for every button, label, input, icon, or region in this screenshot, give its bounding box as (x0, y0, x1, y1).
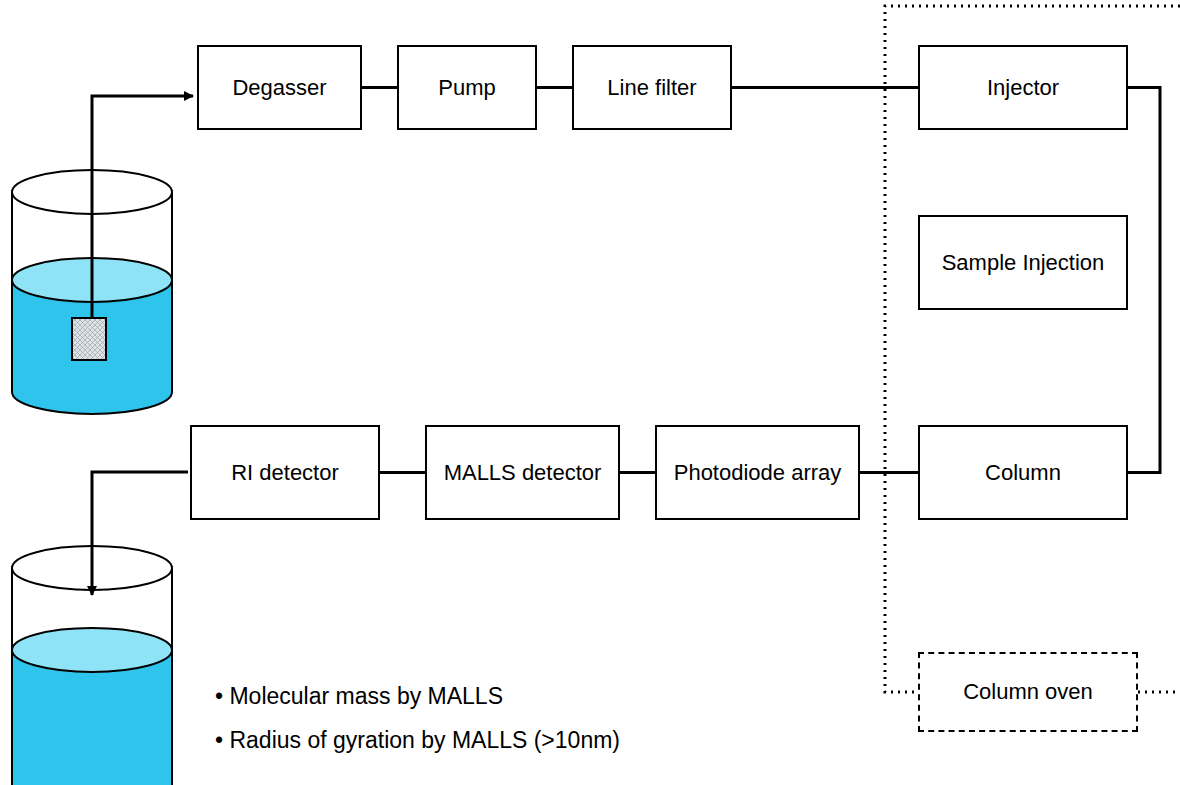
process-box: Line filter (572, 45, 732, 130)
box-label: Column oven (963, 679, 1093, 704)
box-label: Line filter (607, 75, 696, 100)
box-label: Sample Injection (942, 250, 1105, 275)
box-label: Photodiode array (674, 460, 842, 485)
note-text: • Radius of gyration by MALLS (>10nm) (215, 727, 620, 754)
process-box: Photodiode array (655, 425, 860, 520)
flow-line (732, 86, 918, 89)
flow-line (537, 86, 572, 89)
note-text: • Molecular mass by MALLS (215, 683, 503, 710)
box-label: Degasser (232, 75, 326, 100)
process-box: Pump (397, 45, 537, 130)
process-box: Sample Injection (918, 215, 1128, 310)
flow-line (620, 471, 655, 474)
waste-reservoir (12, 472, 188, 785)
solvent-reservoir (12, 96, 193, 414)
flow-line (860, 471, 918, 474)
flow-line (380, 471, 425, 474)
box-label: MALLS detector (444, 460, 602, 485)
oven-region (885, 6, 1180, 692)
process-box: Column (918, 425, 1128, 520)
flow-line (362, 86, 397, 89)
oven-box: Column oven (918, 652, 1138, 732)
process-box: MALLS detector (425, 425, 620, 520)
process-box: RI detector (190, 425, 380, 520)
box-label: Injector (987, 75, 1059, 100)
process-box: Degasser (197, 45, 362, 130)
process-box: Injector (918, 45, 1128, 130)
box-label: RI detector (231, 460, 339, 485)
box-label: Column (985, 460, 1061, 485)
flow-line (1128, 88, 1160, 473)
box-label: Pump (438, 75, 495, 100)
